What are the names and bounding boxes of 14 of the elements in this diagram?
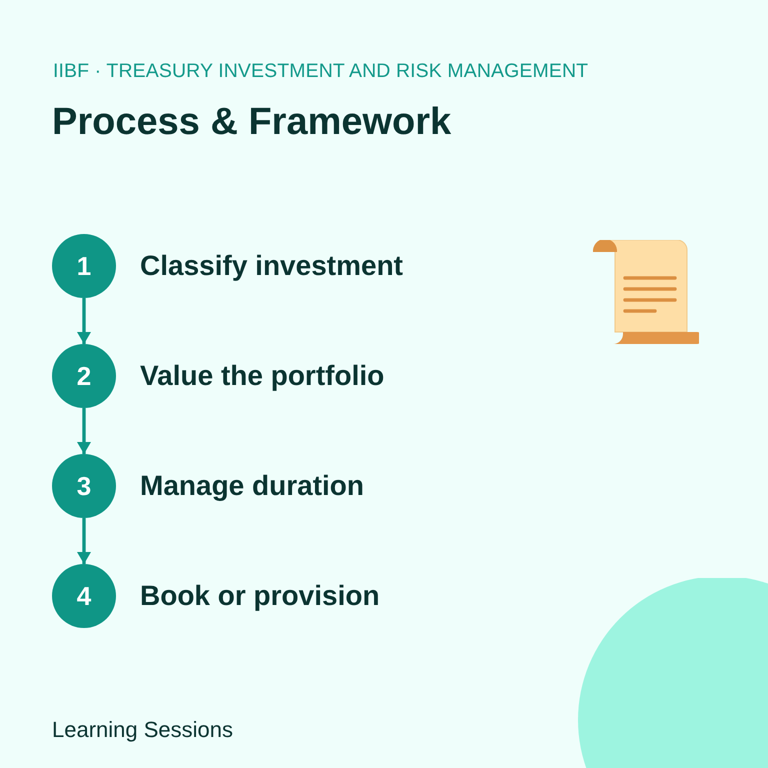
- arrow: [77, 298, 91, 344]
- step-number: 3: [76, 473, 92, 499]
- footer-text: Learning Sessions: [52, 717, 234, 743]
- step-number: 2: [76, 363, 92, 389]
- step-label: Classify investment: [140, 249, 403, 283]
- step-number: 1: [76, 253, 92, 279]
- step-number: 4: [76, 583, 92, 609]
- heading: Process & Framework: [52, 101, 452, 144]
- step-label: Value the portfolio: [140, 359, 384, 393]
- subtitle-text: IIBF · TREASURY INVESTMENT AND RISK MANAGEMENT: [53, 60, 588, 83]
- step-label: Manage duration: [140, 469, 364, 503]
- step-label: Book or provision: [140, 579, 380, 613]
- arrow: [77, 518, 91, 564]
- arrow: [77, 408, 91, 454]
